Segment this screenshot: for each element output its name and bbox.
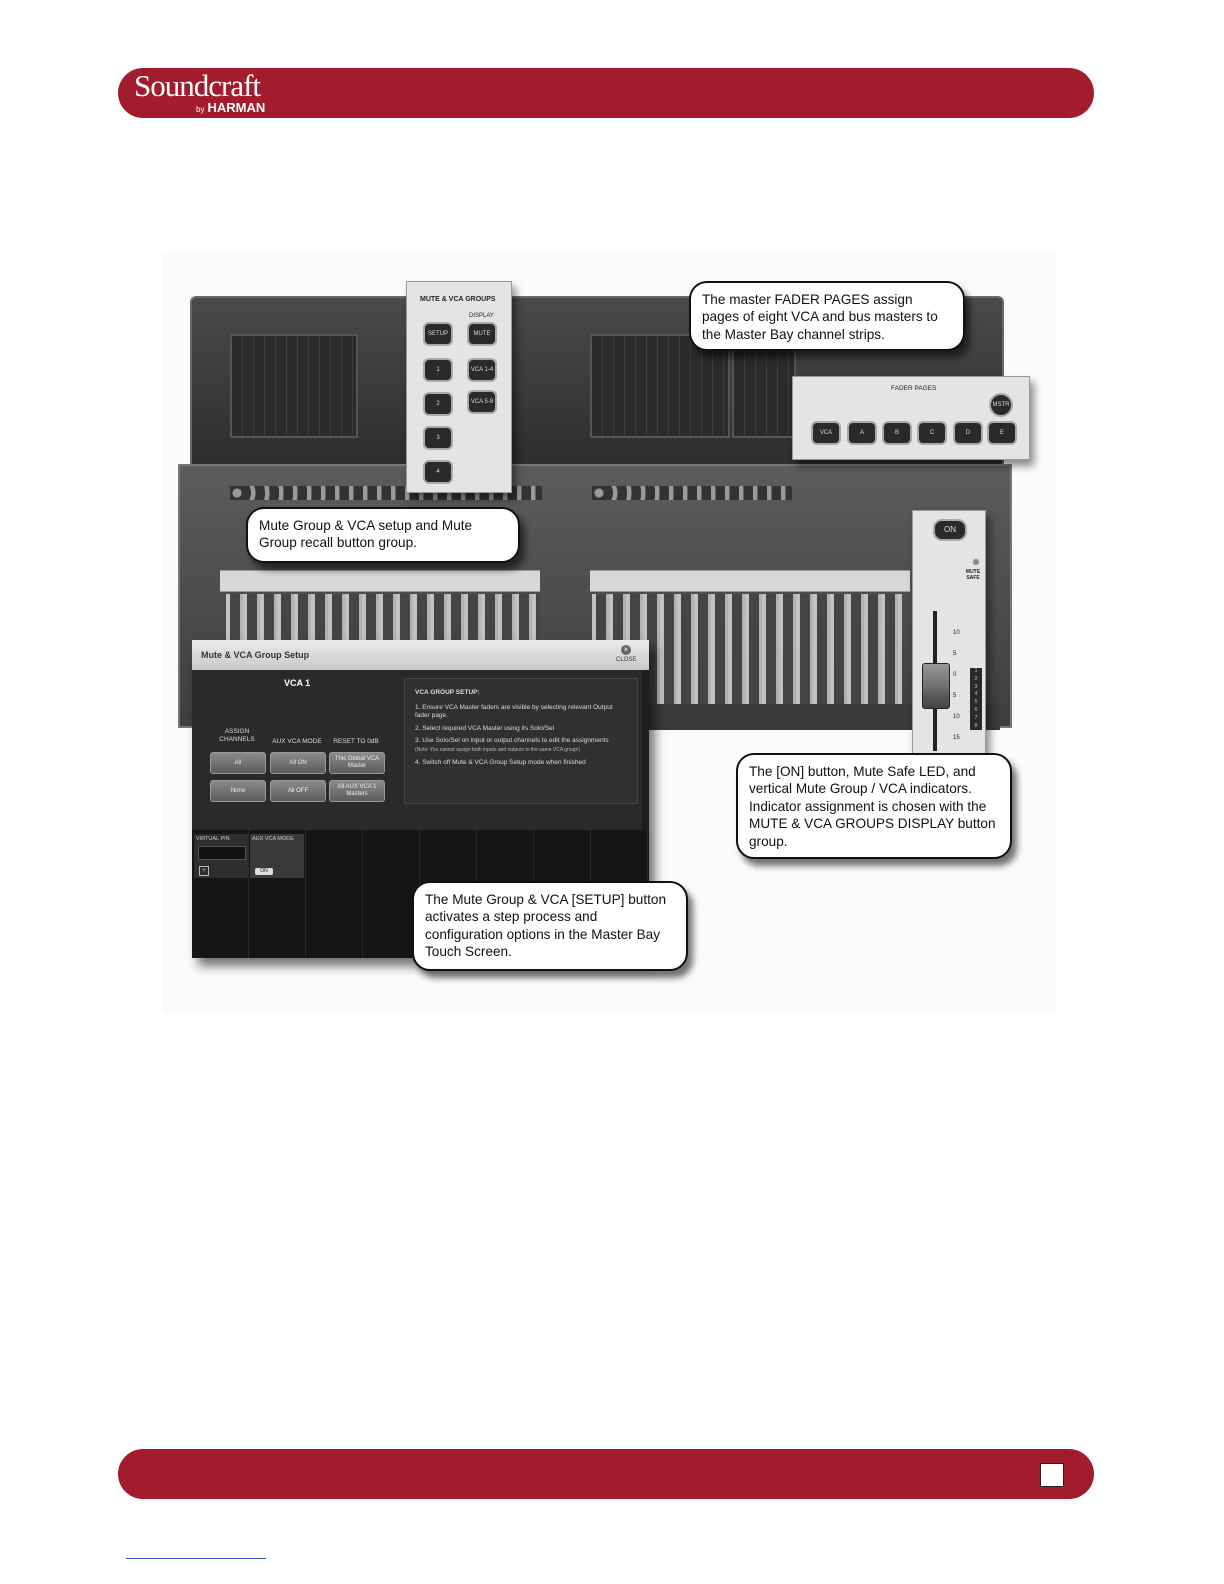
scale-mark: 15 [953,735,960,741]
fader-page-d-button[interactable]: D [953,421,983,445]
plus-icon[interactable]: + [199,866,209,876]
reset-label: RESET TO 0dB [333,738,379,745]
scale-mark: 10 [953,630,960,636]
mute-group-2-button[interactable]: 2 [423,392,453,416]
indicator: 6 [974,706,978,713]
close-icon[interactable]: × [621,645,631,655]
console-strip-left [220,570,540,592]
mute-vca-groups-panel: MUTE & VCA GROUPS DISPLAY SETUP MUTE 1 V… [406,281,512,493]
scale-mark: 5 [953,651,957,657]
console-knobs-center [592,486,792,500]
fader-scale: 10 5 0 5 10 15 [953,623,960,749]
instruction-step: 1. Ensure VCA Master faders are visible … [415,703,613,720]
callout-mute-group: Mute Group & VCA setup and Mute Group re… [246,507,520,563]
vca-name: VCA 1 [284,678,311,688]
instruction-step: 4. Switch off Mute & VCA Group Setup mod… [415,758,586,766]
instruction-step: 3. Use Solo/Sel on input or output chann… [415,737,609,745]
aux-vca-mode-strip-label: AUX VCA MODE [252,836,294,842]
scale-mark: 10 [953,714,960,720]
aux-all-off-button[interactable]: All OFF [270,780,326,802]
mute-safe-led [973,559,979,565]
dialog-title-bar: Mute & VCA Group Setup [192,640,649,670]
indicator: 5 [974,699,978,706]
console-screen-right [732,334,796,438]
assign-channels-label: ASSIGN CHANNELS [219,728,255,743]
assign-all-button[interactable]: All [210,752,266,774]
fader-cap[interactable] [922,663,950,709]
master-channel-strip: ON MUTE SAFE 10 5 0 5 10 15 1 2 3 4 5 6 … [912,510,986,754]
mute-group-4-button[interactable]: 4 [423,460,453,484]
fader-page-e-button[interactable]: E [987,421,1017,445]
fader-pages-title: FADER PAGES [891,385,937,392]
page-number-box [1040,1463,1064,1487]
aux-vca-mode-box: AUX VCA MODE ON [250,834,304,878]
mute-safe-label: MUTE SAFE [965,569,981,581]
indicator: 2 [974,675,978,682]
fader-page-vca-button[interactable]: VCA [811,421,841,445]
indicator: 3 [974,683,978,690]
reset-all-aux-button[interactable]: All AUX VCA 1 Masters [329,780,385,802]
console-figure: MUTE & VCA GROUPS DISPLAY SETUP MUTE 1 V… [162,254,1056,1014]
on-button[interactable]: ON [933,519,967,541]
console-screen-left [230,334,358,438]
indicator: 7 [974,714,978,721]
footer-bar [118,1449,1094,1499]
footer-link-underline[interactable] [126,1558,266,1559]
indicator: 4 [974,691,978,698]
fader-pages-panel: FADER PAGES MSTR VCA A B C D E [792,376,1030,460]
brand-logo: Soundcraft [134,68,261,103]
mute-group-1-button[interactable]: 1 [423,358,453,382]
console-strip-right [590,570,910,592]
callout-setup-button: The Mute Group & VCA [SETUP] button acti… [412,881,688,971]
aux-vca-on-toggle[interactable]: ON [255,868,273,875]
aux-all-on-button[interactable]: All ON [270,752,326,774]
scale-mark: 0 [953,672,957,678]
virtual-pin-field[interactable] [198,846,246,860]
display-vca-5-8-button[interactable]: VCA 5-8 [467,390,497,414]
display-mute-button[interactable]: MUTE [467,322,497,346]
reset-this-global-button[interactable]: This Global VCA Master [329,752,385,774]
indicator: 1 [974,668,978,674]
setup-instructions: VCA GROUP SETUP: 1. Ensure VCA Master fa… [404,678,638,804]
instruction-note: (Note: You cannot assign both inputs and… [415,746,581,753]
indicator: 8 [974,722,978,729]
mute-vca-panel-title: MUTE & VCA GROUPS [420,296,496,303]
virtual-pin-box: VIRTUAL PIN + [194,834,248,878]
fader-pages-master-button[interactable]: MSTR [989,393,1013,417]
dialog-title: Mute & VCA Group Setup [201,650,310,660]
instructions-title: VCA GROUP SETUP: [415,689,480,696]
display-label: DISPLAY [469,313,494,319]
close-label[interactable]: CLOSE [616,657,637,663]
setup-button[interactable]: SETUP [423,322,453,346]
display-vca-1-4-button[interactable]: VCA 1-4 [467,358,497,382]
virtual-pin-label: VIRTUAL PIN [196,836,230,842]
group-indicators: 1 2 3 4 5 6 7 8 [970,668,982,731]
fader-page-b-button[interactable]: B [882,421,912,445]
callout-fader-pages: The master FADER PAGES assign pages of e… [689,281,965,351]
dialog-content: VCA 1 ASSIGN CHANNELS AUX VCA MODE RESET… [192,670,642,830]
instruction-step: 2. Select required VCA Master using its … [415,724,555,732]
aux-vca-mode-label: AUX VCA MODE [272,738,322,745]
mute-group-3-button[interactable]: 3 [423,426,453,450]
callout-on-button: The [ON] button, Mute Safe LED, and vert… [736,753,1012,859]
console-screen-center [590,334,730,438]
fader-page-c-button[interactable]: C [917,421,947,445]
assign-none-button[interactable]: None [210,780,266,802]
fader-page-a-button[interactable]: A [847,421,877,445]
scale-mark: 5 [953,693,957,699]
